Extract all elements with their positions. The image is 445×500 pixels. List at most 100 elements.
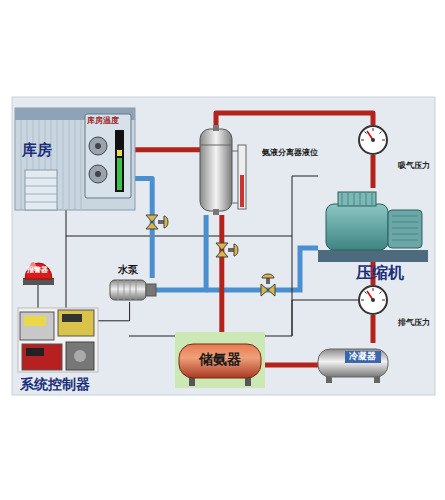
drawing-path	[392, 216, 418, 240]
drawing-rect	[240, 175, 244, 207]
drawing-rect	[18, 308, 98, 372]
system-controller-shape	[18, 308, 98, 372]
control-wire	[292, 236, 293, 336]
drawing-circle	[74, 350, 86, 362]
drawing-rect	[25, 170, 57, 210]
drawing-rect	[158, 220, 164, 224]
drawing-line	[232, 203, 238, 204]
drawing-rect	[20, 312, 54, 340]
drawing-rect	[200, 129, 232, 211]
drawing-circle	[95, 143, 101, 149]
drawing-rect	[179, 344, 261, 378]
drawing-rect	[318, 250, 428, 262]
drawing-line	[361, 140, 364, 141]
pipe-connector	[216, 113, 373, 125]
compressor-unit: 压缩机	[318, 188, 428, 262]
drawing-path	[25, 178, 57, 202]
drawing-rect	[22, 344, 62, 370]
drawing-rect	[213, 125, 219, 131]
condenser-vessel: 冷凝器	[318, 343, 388, 383]
drawing-path	[25, 263, 52, 279]
ammonia-separator-shape	[200, 125, 232, 215]
node-label: 吸气压力	[398, 161, 430, 170]
valve-symbol	[216, 243, 238, 257]
ammonia-receiver: 储氨器	[175, 332, 265, 388]
node-label: 系统控制器	[20, 376, 90, 392]
drawing-circle	[89, 137, 107, 155]
drawing-rect	[388, 210, 422, 248]
drawing-path	[21, 120, 81, 210]
system-controller: 系统控制器	[18, 308, 98, 372]
node-label: 库房	[22, 142, 52, 159]
condenser-vessel-shape	[318, 343, 388, 383]
pipe-connector	[219, 215, 224, 332]
drawing-rect	[175, 332, 265, 388]
drawing-rect	[213, 209, 219, 215]
drawing-rect	[238, 145, 246, 209]
valve-symbol	[146, 215, 168, 229]
drawing-rect	[66, 342, 94, 370]
drawing-circle	[89, 165, 107, 183]
drawing-rect	[117, 150, 122, 156]
drawing-rect	[24, 316, 46, 326]
drawing-rect	[318, 349, 388, 377]
suction-pressure-gauge: 吸气压力	[358, 125, 388, 155]
control-wire	[129, 300, 358, 336]
drawing-line	[200, 145, 232, 146]
drawing-line	[379, 132, 381, 134]
pipe-connector	[371, 155, 376, 188]
signal-wire	[38, 285, 39, 308]
node-label: 压缩机	[356, 264, 404, 282]
node-label: 储氨器	[199, 351, 241, 367]
drawing-circle	[95, 171, 101, 177]
drawing-line	[232, 151, 238, 152]
drawing-line	[365, 292, 367, 294]
drawing-line	[361, 300, 364, 301]
compressor-unit-shape	[318, 188, 428, 262]
drawing-rect	[26, 348, 44, 356]
valve-symbol	[261, 274, 275, 296]
node-label: 氨液分离器液位	[262, 148, 318, 157]
pipe-connector	[135, 147, 200, 152]
drawing-rect	[58, 310, 94, 336]
drawing-path	[342, 192, 372, 206]
node-label: 冷凝器	[349, 351, 376, 361]
cold-room-building: 库房 库房温度	[15, 108, 135, 210]
discharge-pressure-gauge-shape	[358, 285, 388, 315]
drawing-rect	[266, 278, 270, 284]
drawing-line	[382, 140, 385, 141]
node-label: 库房温度	[87, 116, 119, 125]
drawing-rect	[115, 130, 124, 192]
drawing-circle	[359, 286, 387, 314]
ammonia-separator: 氨液分离器液位	[200, 125, 232, 215]
background-panel	[12, 97, 435, 395]
drawing-rect	[117, 158, 122, 190]
alarm-beacon: 报警器	[22, 252, 55, 285]
drawing-path	[146, 215, 158, 229]
temperature-panel-shape	[85, 114, 131, 198]
pump-motor: 水泵	[108, 278, 156, 302]
drawing-path	[118, 280, 136, 300]
pipe-connector	[156, 215, 206, 290]
signal-wire	[98, 302, 130, 321]
drawing-line	[379, 292, 381, 294]
suction-pressure-gauge-shape	[358, 125, 388, 155]
drawing-rect	[338, 192, 376, 206]
pipe-connector	[135, 178, 152, 278]
drawing-line	[373, 288, 374, 291]
drawing-circle	[371, 138, 375, 142]
drawing-rect	[85, 114, 131, 198]
drawing-rect	[326, 204, 388, 250]
pipe-connector	[371, 315, 376, 343]
drawing-path	[164, 216, 168, 228]
node-label: 排气压力	[398, 318, 430, 327]
signal-wire	[66, 210, 67, 308]
pump-motor-shape	[108, 278, 156, 302]
node-label: 报警器	[27, 266, 48, 274]
drawing-rect	[15, 108, 135, 210]
node-label: 水泵	[118, 264, 138, 276]
discharge-pressure-gauge: 排气压力	[358, 285, 388, 315]
pipe-connector	[265, 363, 318, 368]
drawing-path	[262, 274, 274, 278]
